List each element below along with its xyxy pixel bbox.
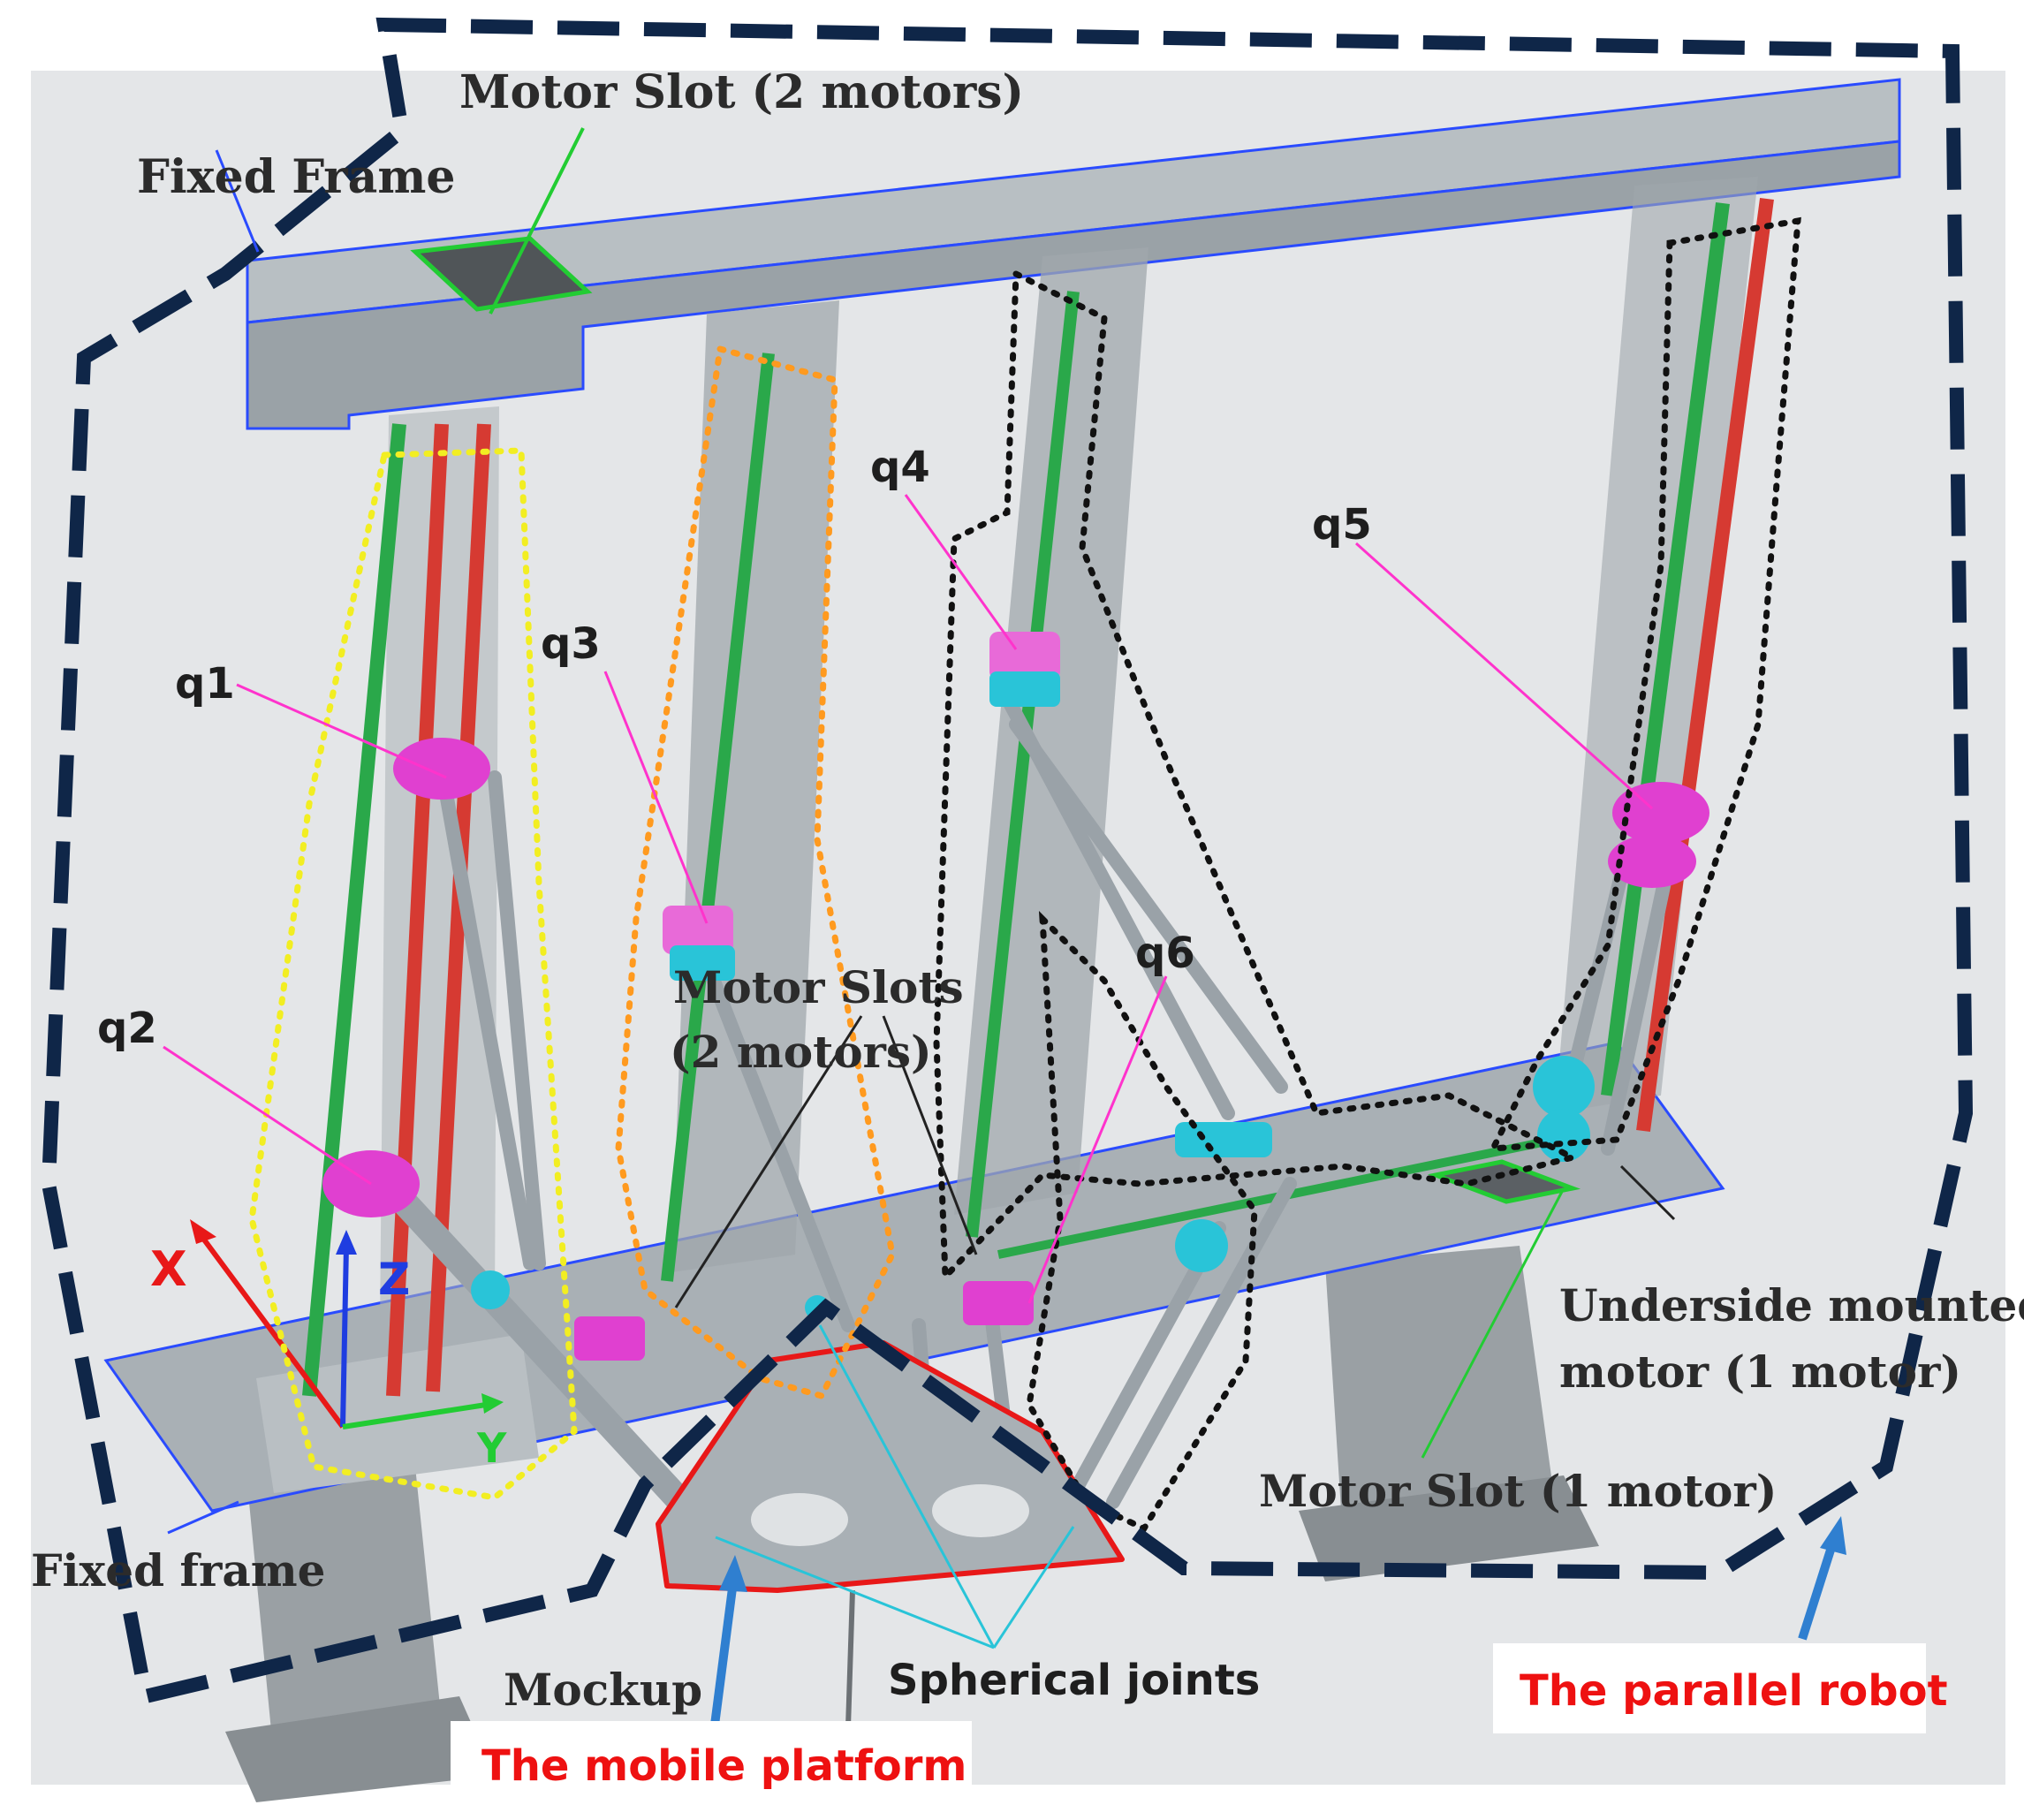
spherical-joints-label: Spherical joints bbox=[888, 1656, 1260, 1705]
carriage-q3-joint bbox=[670, 945, 735, 981]
chain-outline-black-3 bbox=[1026, 911, 1258, 1533]
arrow-mobile-platform bbox=[709, 1581, 738, 1733]
carriage-q4 bbox=[989, 632, 1060, 680]
mobile-platform-label: The mobile platform bbox=[481, 1741, 967, 1791]
coordinate-axes: X Z Y bbox=[150, 1219, 507, 1472]
motor-slot-top-window bbox=[410, 236, 593, 312]
joint-cyan-left bbox=[471, 1270, 510, 1309]
mobile-platform-callout bbox=[451, 1721, 972, 1820]
carriage-q3 bbox=[663, 906, 733, 954]
underside-motor-label-line1: Underside mounted bbox=[1559, 1279, 2024, 1331]
q2-label: q2 bbox=[97, 1004, 157, 1053]
fixed-frame-top-label: Fixed Frame bbox=[137, 150, 455, 204]
motor-slot-one-label: Motor Slot (1 motor) bbox=[1259, 1465, 1777, 1517]
parallel-robot-label: The parallel robot bbox=[1520, 1666, 1948, 1716]
joint-cyan-right bbox=[1533, 1056, 1595, 1118]
guide-rails bbox=[302, 197, 1774, 1397]
top-fixed-frame bbox=[246, 78, 1901, 430]
carriage-q5 bbox=[1612, 782, 1709, 844]
axis-y-label: Y bbox=[476, 1424, 507, 1472]
carriage-lower-left bbox=[574, 1316, 645, 1361]
carriage-q6 bbox=[963, 1281, 1034, 1325]
motor-slots-label-line2: (2 motors) bbox=[670, 1026, 932, 1078]
arrow-parallel-robot bbox=[1798, 1540, 1838, 1641]
q6-label: q6 bbox=[1135, 929, 1195, 978]
mobile-platform bbox=[656, 1340, 1125, 1728]
chain-outline-yellow bbox=[248, 447, 578, 1501]
q3-label: q3 bbox=[541, 619, 601, 669]
fixed-frame-bottom-label: Fixed frame bbox=[31, 1544, 325, 1596]
motor-slot-one-window bbox=[1427, 1159, 1581, 1204]
carriage-q4-joint bbox=[989, 671, 1060, 707]
axis-x-label: X bbox=[150, 1241, 187, 1297]
chain-outline-orange bbox=[615, 345, 896, 1400]
chain-outline-black-1 bbox=[933, 269, 1582, 1285]
motor-slot-top-label: Motor Slot (2 motors) bbox=[459, 65, 1024, 119]
carriage-q1 bbox=[393, 738, 490, 800]
pointer-arrows bbox=[709, 1516, 1846, 1733]
support-pillars bbox=[225, 1246, 1599, 1802]
carriage-q5-lower bbox=[1608, 835, 1696, 888]
axis-y-arrow bbox=[342, 1402, 487, 1429]
joint-cyan-mid bbox=[1175, 1122, 1272, 1157]
q5-label: q5 bbox=[1312, 500, 1372, 550]
motor-slots-label-line1: Motor Slots bbox=[673, 961, 964, 1013]
parallel-robot-boundary bbox=[41, 17, 1974, 1705]
axis-z-label: Z bbox=[378, 1254, 410, 1305]
underside-motor-label-line2: motor (1 motor) bbox=[1559, 1346, 1961, 1398]
parallel-robot-callout bbox=[1493, 1643, 1926, 1733]
joint-cyan-lower bbox=[1175, 1219, 1228, 1272]
q1-label: q1 bbox=[175, 659, 235, 709]
bottom-fixed-frame bbox=[103, 1041, 1725, 1513]
q4-label: q4 bbox=[870, 443, 930, 492]
leader-lines bbox=[163, 127, 1676, 1649]
chain-outline-black-2 bbox=[1488, 216, 1801, 1152]
mockup-label: Mockup bbox=[504, 1664, 702, 1716]
axis-z-arrow bbox=[340, 1245, 349, 1428]
axis-x-arrow bbox=[196, 1231, 345, 1429]
